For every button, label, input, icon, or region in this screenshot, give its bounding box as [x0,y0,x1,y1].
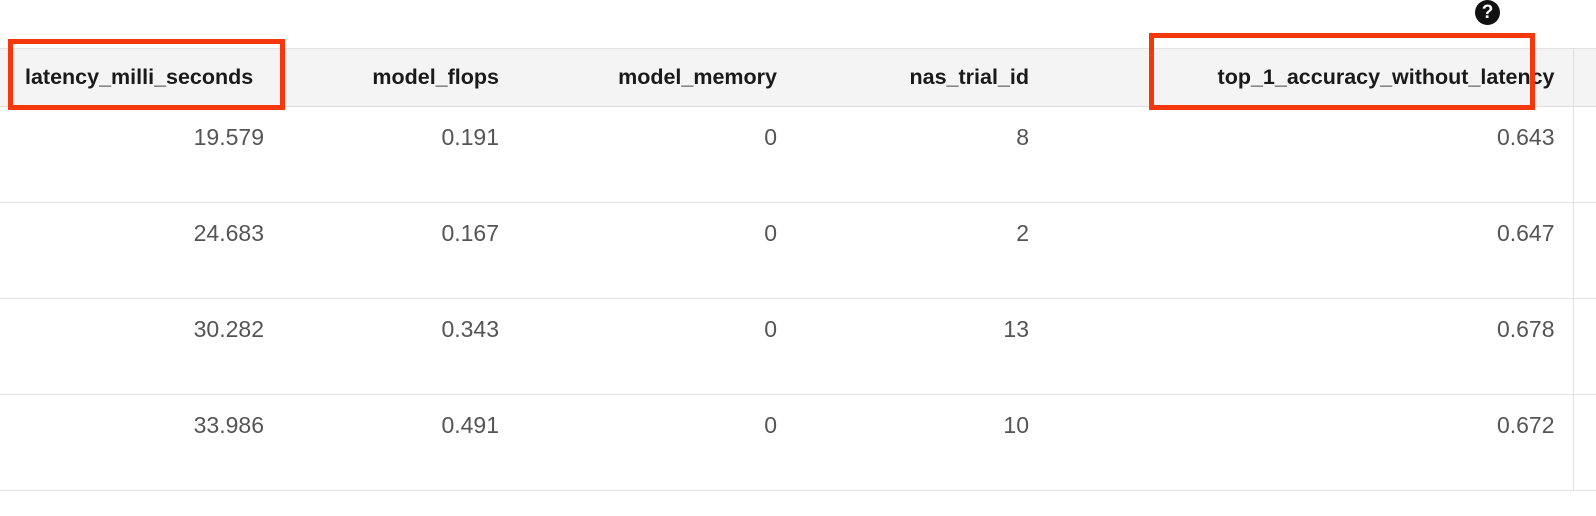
cell-model-flops: 0.491 [282,394,517,491]
cell-latency-milli-seconds: 33.986 [0,394,282,491]
cell-model-flops: 0.343 [282,298,517,395]
cell-overflow [1572,202,1596,299]
column-header-latency-milli-seconds[interactable]: latency_milli_seconds [0,48,282,107]
cell-model-memory: 0 [517,202,795,299]
cell-top-1-accuracy-without-latency: 0.647 [1047,202,1573,299]
column-header-overflow[interactable] [1572,48,1596,107]
table-header-row: latency_milli_seconds model_flops model_… [0,48,1596,107]
cell-latency-milli-seconds: 30.282 [0,298,282,395]
cell-nas-trial-id: 2 [795,202,1047,299]
cell-model-memory: 0 [517,298,795,395]
table-row[interactable]: 30.282 0.343 0 13 0.678 [0,298,1596,395]
cell-top-1-accuracy-without-latency: 0.678 [1047,298,1573,395]
cell-nas-trial-id: 13 [795,298,1047,395]
table-body: 19.579 0.191 0 8 0.643 24.683 0.167 0 2 … [0,106,1596,491]
cell-model-memory: 0 [517,394,795,491]
table-row[interactable]: 19.579 0.191 0 8 0.643 [0,106,1596,203]
cell-latency-milli-seconds: 19.579 [0,106,282,203]
column-header-nas-trial-id[interactable]: nas_trial_id [795,48,1047,107]
column-header-top-1-accuracy-without-latency[interactable]: top_1_accuracy_without_latency [1047,48,1573,107]
cell-model-memory: 0 [517,106,795,203]
table-row[interactable]: 24.683 0.167 0 2 0.647 [0,202,1596,299]
cell-nas-trial-id: 8 [795,106,1047,203]
cell-model-flops: 0.167 [282,202,517,299]
cell-nas-trial-id: 10 [795,394,1047,491]
results-table: latency_milli_seconds model_flops model_… [0,48,1596,491]
column-header-model-memory[interactable]: model_memory [517,48,795,107]
column-header-model-flops[interactable]: model_flops [282,48,517,107]
cell-overflow [1572,106,1596,203]
cell-overflow [1572,298,1596,395]
cell-model-flops: 0.191 [282,106,517,203]
help-question-mark-icon[interactable]: ? [1475,0,1500,25]
table-row[interactable]: 33.986 0.491 0 10 0.672 [0,394,1596,491]
table-scroll-region[interactable]: latency_milli_seconds model_flops model_… [0,48,1596,516]
table-toolbar-strip: ? [0,0,1596,48]
cell-top-1-accuracy-without-latency: 0.672 [1047,394,1573,491]
cell-overflow [1572,394,1596,491]
cell-top-1-accuracy-without-latency: 0.643 [1047,106,1573,203]
cell-latency-milli-seconds: 24.683 [0,202,282,299]
